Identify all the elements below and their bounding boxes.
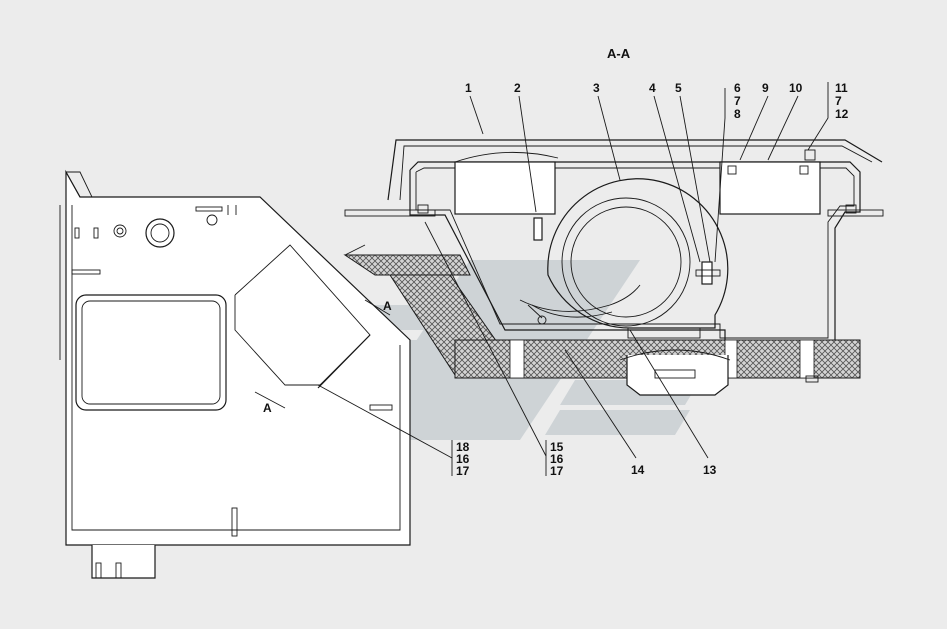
callout-3: 3 — [593, 81, 600, 95]
leader-lines — [317, 82, 829, 476]
callout-15: 15 — [550, 440, 564, 454]
cabin-panel — [59, 169, 411, 579]
callout-7b: 7 — [835, 94, 842, 108]
callout-17: 17 — [456, 464, 470, 478]
heater-section — [343, 139, 884, 396]
callout-2: 2 — [514, 81, 521, 95]
callout-14: 14 — [631, 463, 645, 477]
callout-18: 18 — [456, 440, 470, 454]
callout-16b: 16 — [550, 452, 564, 466]
callout-1: 1 — [465, 81, 472, 95]
callout-4: 4 — [649, 81, 656, 95]
callout-6: 6 — [734, 81, 741, 95]
callout-9: 9 — [762, 81, 769, 95]
callout-12: 12 — [835, 107, 849, 121]
callout-13: 13 — [703, 463, 717, 477]
section-mark-a-1: A — [383, 299, 392, 313]
callout-8: 8 — [734, 107, 741, 121]
section-title: A-A — [607, 46, 631, 61]
callout-7: 7 — [734, 94, 741, 108]
callout-10: 10 — [789, 81, 803, 95]
section-mark-a-2: A — [263, 401, 272, 415]
callout-11: 11 — [835, 81, 848, 95]
callout-17b: 17 — [550, 464, 564, 478]
callout-16: 16 — [456, 452, 470, 466]
callout-5: 5 — [675, 81, 682, 95]
